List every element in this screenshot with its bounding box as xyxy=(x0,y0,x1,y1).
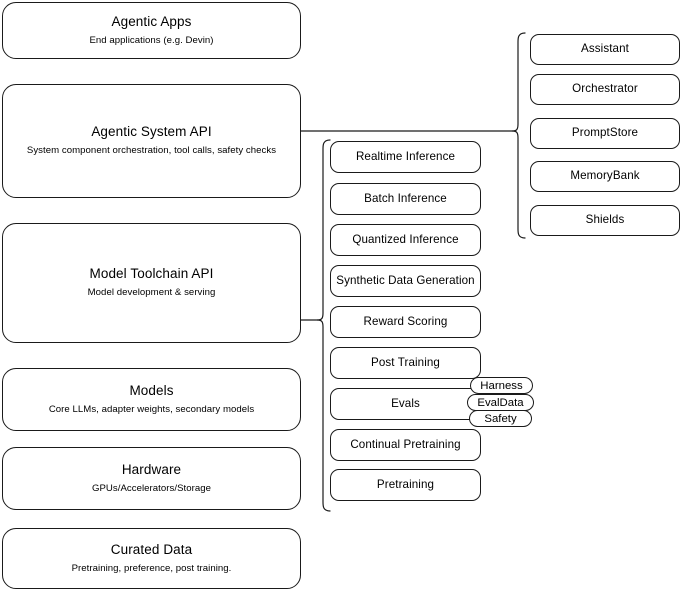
layer-title: Curated Data xyxy=(110,541,193,557)
capability-box-realtime-inference[interactable]: Realtime Inference xyxy=(330,141,481,173)
capability-box-pretraining[interactable]: Pretraining xyxy=(330,469,481,501)
evals-pill-evaldata[interactable]: EvalData xyxy=(467,394,534,411)
component-box-assistant[interactable]: Assistant xyxy=(530,34,680,65)
layer-box-agentic-apps[interactable]: Agentic Apps End applications (e.g. Devi… xyxy=(2,2,301,59)
capability-label: Quantized Inference xyxy=(352,232,459,246)
capability-box-synthetic-data-generation[interactable]: Synthetic Data Generation xyxy=(330,265,481,297)
evals-pill-harness[interactable]: Harness xyxy=(470,377,533,394)
capability-label: Synthetic Data Generation xyxy=(336,273,475,287)
layer-title: Agentic System API xyxy=(91,124,212,140)
layer-subtitle: System component orchestration, tool cal… xyxy=(26,145,277,157)
brace-toolchain-capabilities xyxy=(316,139,331,512)
layer-box-hardware[interactable]: Hardware GPUs/Accelerators/Storage xyxy=(2,447,301,510)
capability-label: Realtime Inference xyxy=(355,149,456,163)
layer-title: Hardware xyxy=(121,461,182,477)
layer-title: Model Toolchain API xyxy=(89,266,214,282)
evals-pill-label: EvalData xyxy=(477,396,524,409)
capability-box-batch-inference[interactable]: Batch Inference xyxy=(330,183,481,215)
capability-box-post-training[interactable]: Post Training xyxy=(330,347,481,379)
capability-label: Continual Pretraining xyxy=(350,437,461,451)
component-box-memorybank[interactable]: MemoryBank xyxy=(530,161,680,192)
layer-box-model-toolchain-api[interactable]: Model Toolchain API Model development & … xyxy=(2,223,301,343)
layer-title: Agentic Apps xyxy=(111,13,192,29)
layer-box-curated-data[interactable]: Curated Data Pretraining, preference, po… xyxy=(2,528,301,589)
component-box-orchestrator[interactable]: Orchestrator xyxy=(530,74,680,105)
capability-box-quantized-inference[interactable]: Quantized Inference xyxy=(330,224,481,256)
evals-pill-label: Safety xyxy=(484,412,517,425)
evals-pill-safety[interactable]: Safety xyxy=(469,410,532,427)
evals-pill-label: Harness xyxy=(480,379,523,392)
layer-subtitle: GPUs/Accelerators/Storage xyxy=(91,482,212,494)
capability-box-reward-scoring[interactable]: Reward Scoring xyxy=(330,306,481,338)
component-label: MemoryBank xyxy=(570,169,640,183)
layer-subtitle: Pretraining, preference, post training. xyxy=(71,562,232,574)
component-label: Orchestrator xyxy=(572,82,638,96)
component-box-promptstore[interactable]: PromptStore xyxy=(530,118,680,149)
layer-title: Models xyxy=(129,382,174,398)
layer-subtitle: Model development & serving xyxy=(87,287,216,299)
component-label: PromptStore xyxy=(571,126,639,140)
capability-box-continual-pretraining[interactable]: Continual Pretraining xyxy=(330,429,481,461)
component-box-shields[interactable]: Shields xyxy=(530,205,680,236)
capability-box-evals[interactable]: Evals xyxy=(330,388,481,420)
component-label: Shields xyxy=(585,213,625,227)
capability-label: Pretraining xyxy=(376,477,435,491)
capability-label: Reward Scoring xyxy=(363,314,448,328)
capability-label: Evals xyxy=(391,396,420,410)
layer-subtitle: End applications (e.g. Devin) xyxy=(89,34,214,46)
component-label: Assistant xyxy=(581,42,629,56)
layer-subtitle: Core LLMs, adapter weights, secondary mo… xyxy=(48,403,255,415)
layer-box-models[interactable]: Models Core LLMs, adapter weights, secon… xyxy=(2,368,301,431)
brace-system-components xyxy=(511,32,526,239)
layer-box-agentic-system-api[interactable]: Agentic System API System component orch… xyxy=(2,84,301,198)
capability-label: Post Training xyxy=(371,355,440,369)
capability-label: Batch Inference xyxy=(364,191,447,205)
